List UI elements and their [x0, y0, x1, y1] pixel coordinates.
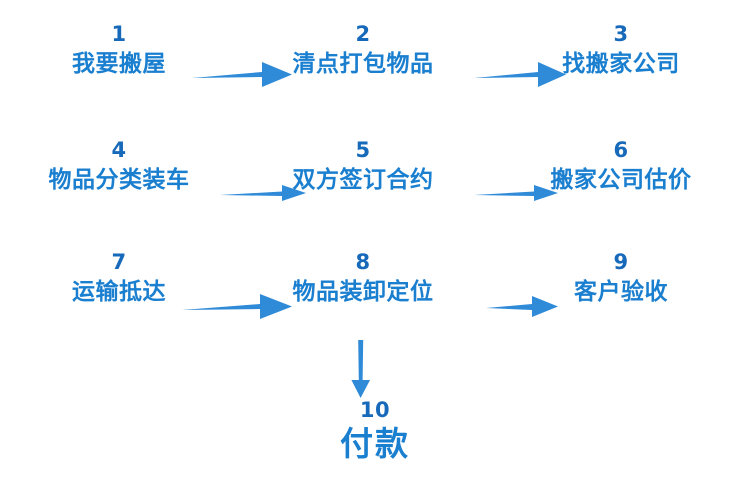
step-2: 2 清点打包物品	[248, 22, 478, 77]
step-10: 10 付款	[260, 400, 490, 462]
step-10-number: 10	[359, 398, 391, 422]
step-9: 9 客户验收	[506, 250, 736, 305]
step-7-label: 运输抵达	[72, 279, 166, 305]
step-9-number: 9	[613, 250, 629, 274]
step-1-number: 1	[111, 22, 127, 46]
step-2-number: 2	[355, 22, 371, 46]
step-3: 3 找搬家公司	[506, 22, 736, 77]
arrow-7-to-8-icon	[180, 290, 294, 322]
step-4-number: 4	[111, 138, 127, 162]
arrow-5-to-6-icon	[472, 181, 560, 205]
step-1: 1 我要搬屋	[4, 22, 234, 77]
step-4-label: 物品分类装车	[48, 167, 190, 193]
step-4: 4 物品分类装车	[4, 138, 234, 193]
step-7-number: 7	[111, 250, 127, 274]
step-8-number: 8	[355, 250, 371, 274]
step-8: 8 物品装卸定位	[248, 250, 478, 305]
step-3-label: 找搬家公司	[562, 51, 680, 77]
step-6-number: 6	[613, 138, 629, 162]
step-7: 7 运输抵达	[4, 250, 234, 305]
step-10-label: 付款	[340, 424, 410, 463]
step-6-label: 搬家公司估价	[550, 167, 692, 193]
step-6: 6 搬家公司估价	[506, 138, 736, 193]
arrow-8-to-9-icon	[484, 292, 560, 320]
arrow-4-to-5-icon	[218, 181, 308, 205]
arrow-1-to-2-icon	[190, 58, 294, 90]
step-9-label: 客户验收	[574, 279, 668, 305]
step-8-label: 物品装卸定位	[292, 279, 434, 305]
step-5-number: 5	[355, 138, 371, 162]
step-1-label: 我要搬屋	[72, 51, 166, 77]
step-3-number: 3	[613, 22, 629, 46]
arrow-2-to-3-icon	[472, 58, 568, 90]
step-5: 5 双方签订合约	[248, 138, 478, 193]
arrow-8-to-10-icon	[346, 338, 376, 400]
step-2-label: 清点打包物品	[292, 51, 434, 77]
step-5-label: 双方签订合约	[292, 167, 434, 193]
